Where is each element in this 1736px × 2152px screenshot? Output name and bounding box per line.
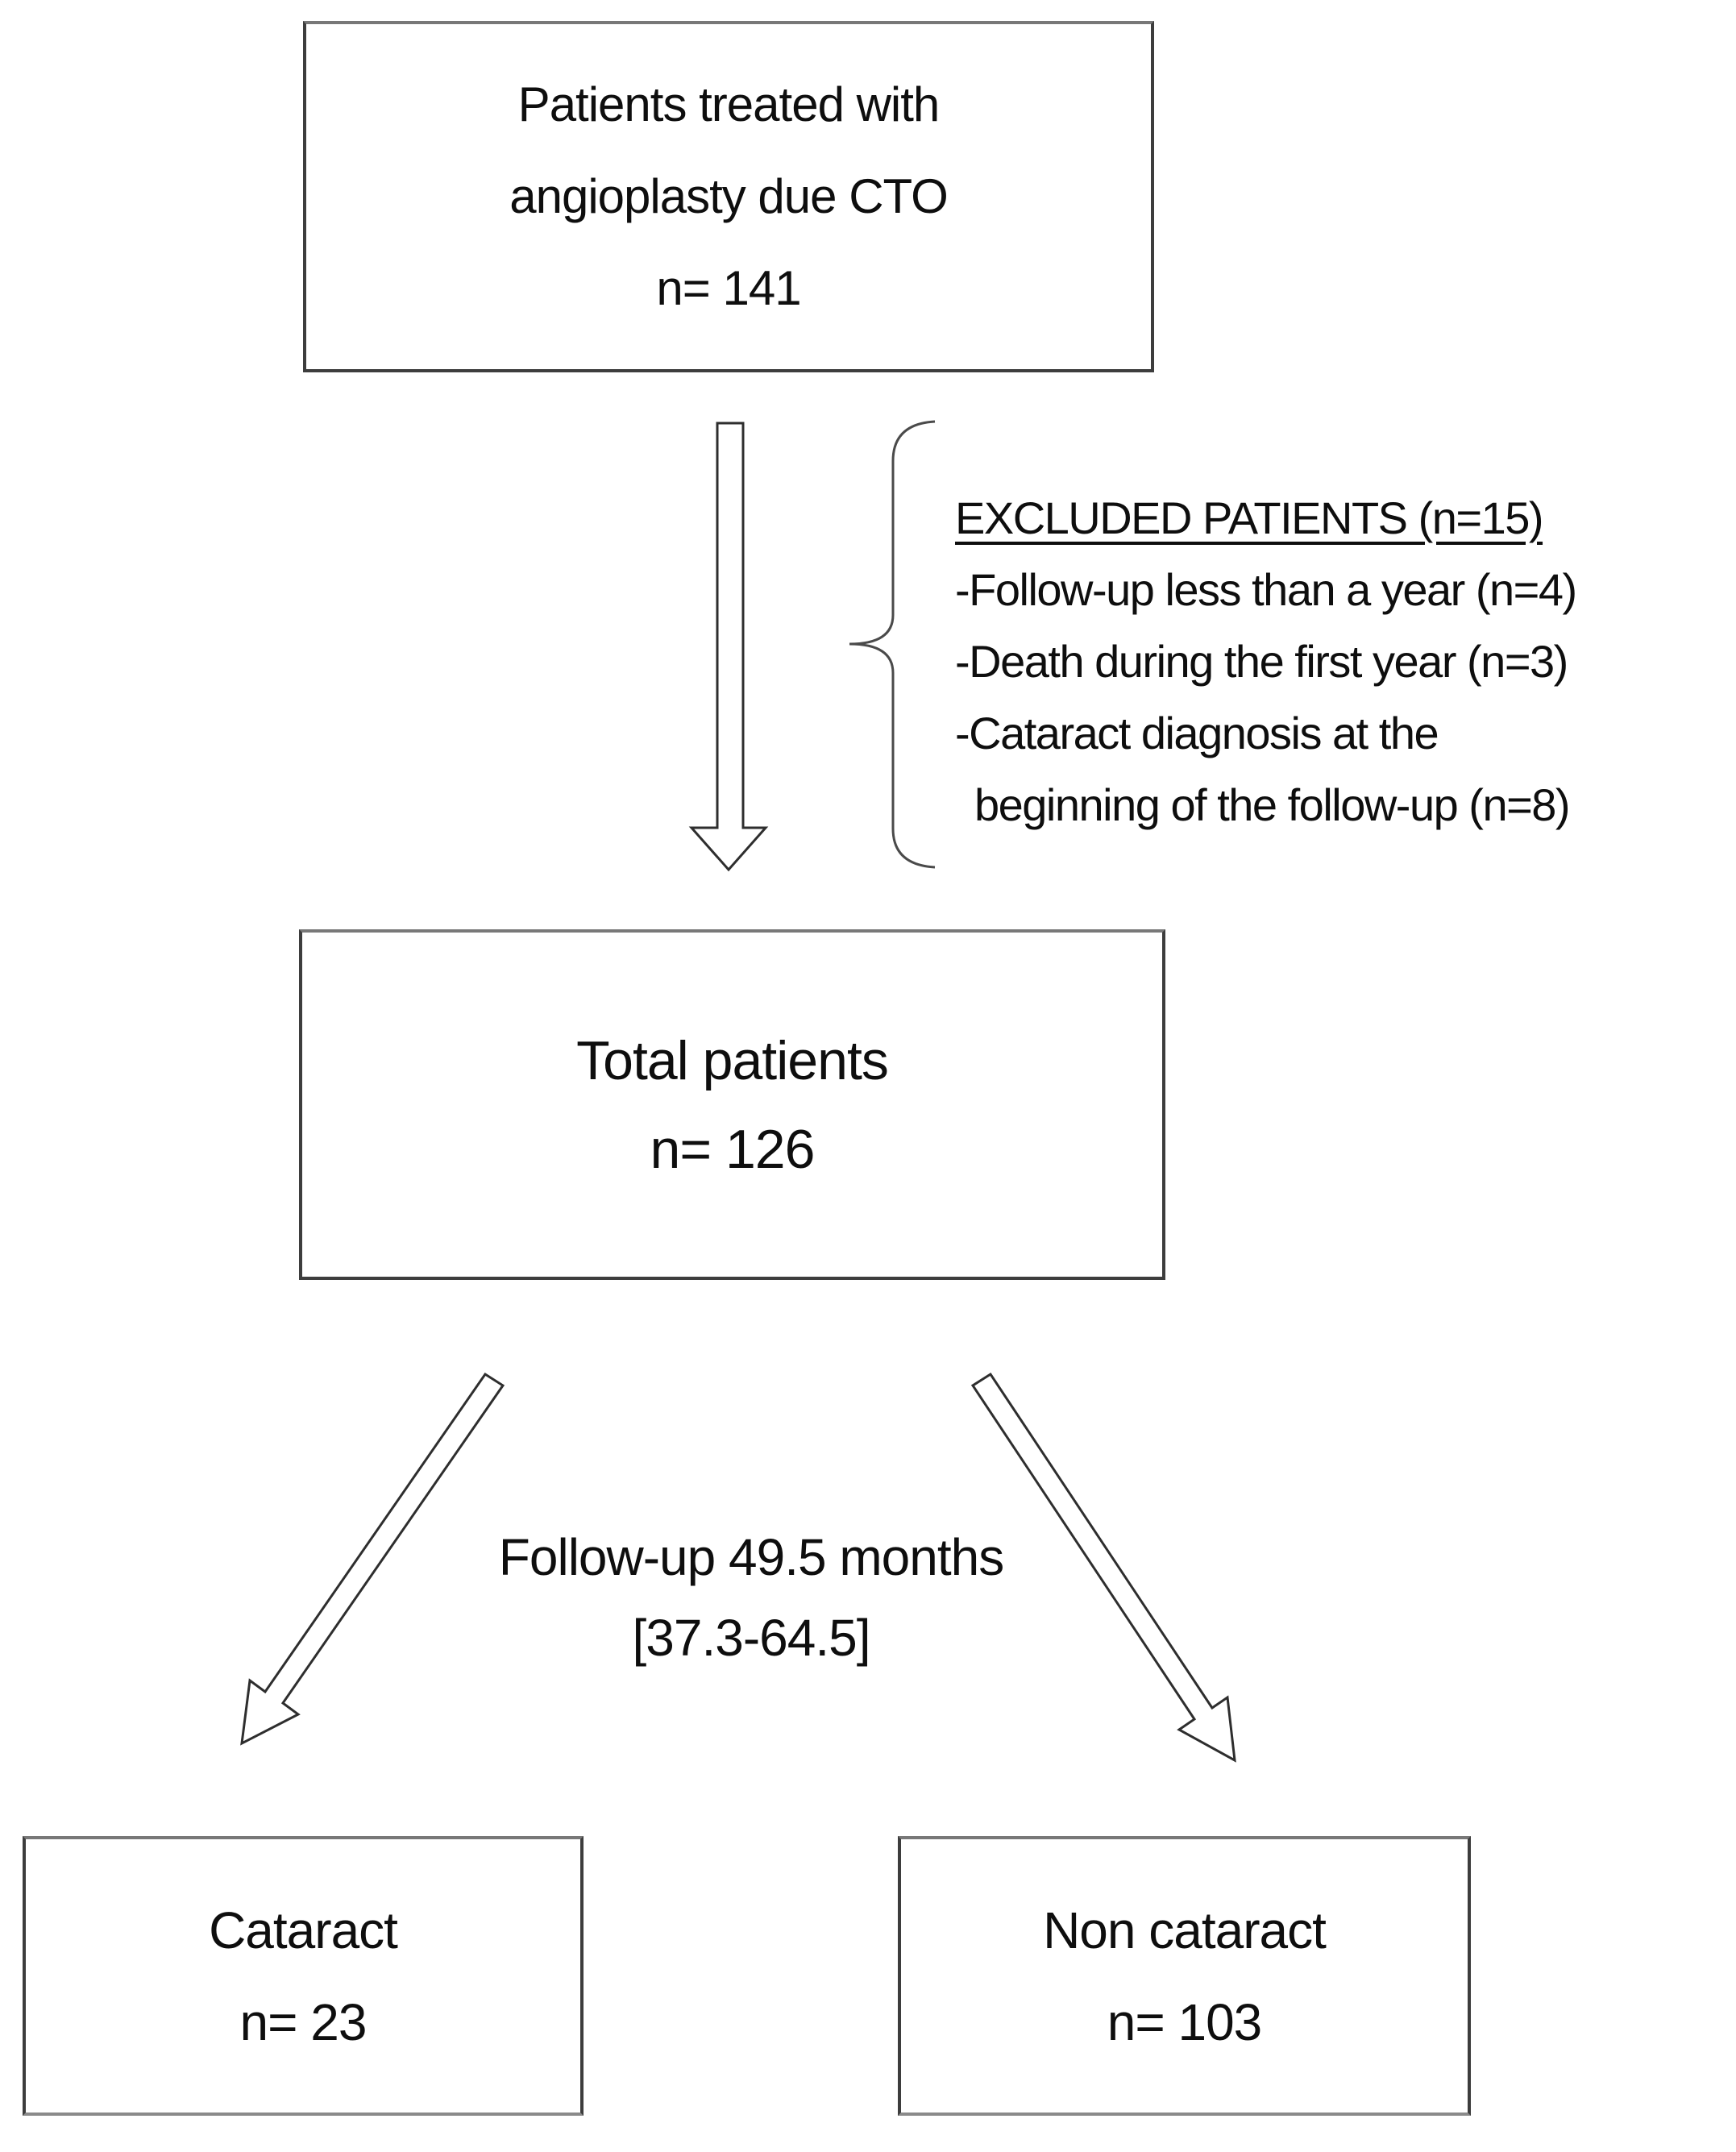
total-box-line1: Total patients: [576, 1029, 889, 1091]
exclusions-brace: [849, 420, 936, 869]
non-cataract-box: Non cataract n= 103: [898, 1836, 1471, 2116]
exclusions-title: EXCLUDED PATIENTS (n=15): [955, 492, 1544, 543]
exclusion-item-1: -Follow-up less than a year (n=4): [955, 564, 1577, 615]
exclusion-item-2: -Death during the first year (n=3): [955, 636, 1568, 687]
exclusion-item-3: -Cataract diagnosis at the: [955, 708, 1439, 758]
source-box-line1: Patients treated with: [517, 77, 941, 131]
down-arrow: [688, 422, 769, 872]
total-box-count: n= 126: [650, 1118, 816, 1180]
followup-label: Follow-up 49.5 months [37.3-64.5]: [348, 1517, 1154, 1678]
source-box-line2: angioplasty due CTO: [509, 169, 949, 223]
exclusions-note: EXCLUDED PATIENTS (n=15) -Follow-up less…: [955, 482, 1733, 841]
cataract-box: Cataract n= 23: [23, 1836, 584, 2116]
source-box-count: n= 141: [656, 261, 801, 315]
followup-duration: Follow-up 49.5 months: [498, 1528, 1004, 1586]
cataract-box-count: n= 23: [239, 1992, 368, 2051]
left-branch-arrow: [240, 1372, 505, 1746]
exclusion-item-3-continued: beginning of the follow-up (n=8): [974, 779, 1571, 830]
cataract-box-line1: Cataract: [209, 1901, 398, 1959]
non-cataract-box-count: n= 103: [1107, 1992, 1263, 2051]
source-population-box: Patients treated with angioplasty due CT…: [303, 21, 1154, 372]
non-cataract-box-line1: Non cataract: [1043, 1901, 1327, 1959]
followup-range: [37.3-64.5]: [632, 1609, 871, 1667]
right-branch-arrow: [970, 1372, 1236, 1763]
total-patients-box: Total patients n= 126: [299, 929, 1165, 1280]
